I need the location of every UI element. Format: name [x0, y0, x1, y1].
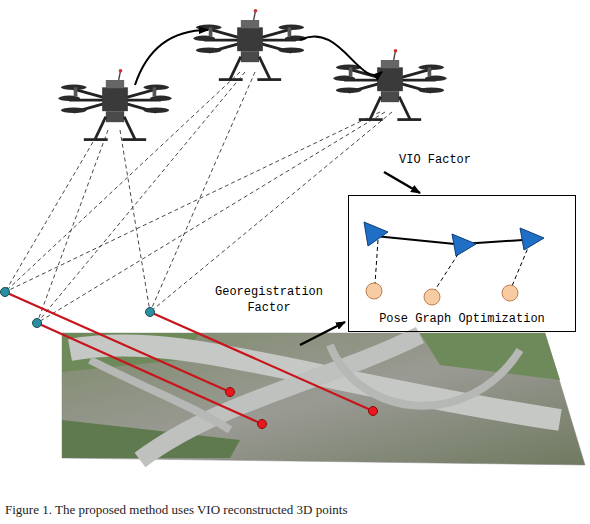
reconstructed-points [1, 288, 155, 328]
factor-label: Georegistration Factor [210, 284, 328, 316]
pointer-arrow [384, 172, 420, 193]
vegetation [420, 333, 560, 380]
ramp [90, 360, 230, 430]
figure-caption: Figure 1. The proposed method uses VIO r… [5, 502, 348, 518]
ground-points [226, 388, 378, 429]
box-title: Pose Graph Optimization [349, 312, 575, 326]
drone [333, 49, 447, 120]
trajectory-arrow [135, 30, 208, 85]
factor-label: VIO Factor [380, 152, 490, 168]
pointer-arrow [300, 322, 345, 345]
ramp [330, 345, 520, 406]
pose-graph [364, 222, 544, 305]
drone [58, 69, 172, 140]
trajectory-arrow [300, 36, 382, 75]
drone [193, 9, 307, 80]
observation-rays [5, 72, 392, 323]
georegistration-lines [5, 292, 373, 424]
graph-box: Pose Graph Optimization [348, 195, 576, 332]
